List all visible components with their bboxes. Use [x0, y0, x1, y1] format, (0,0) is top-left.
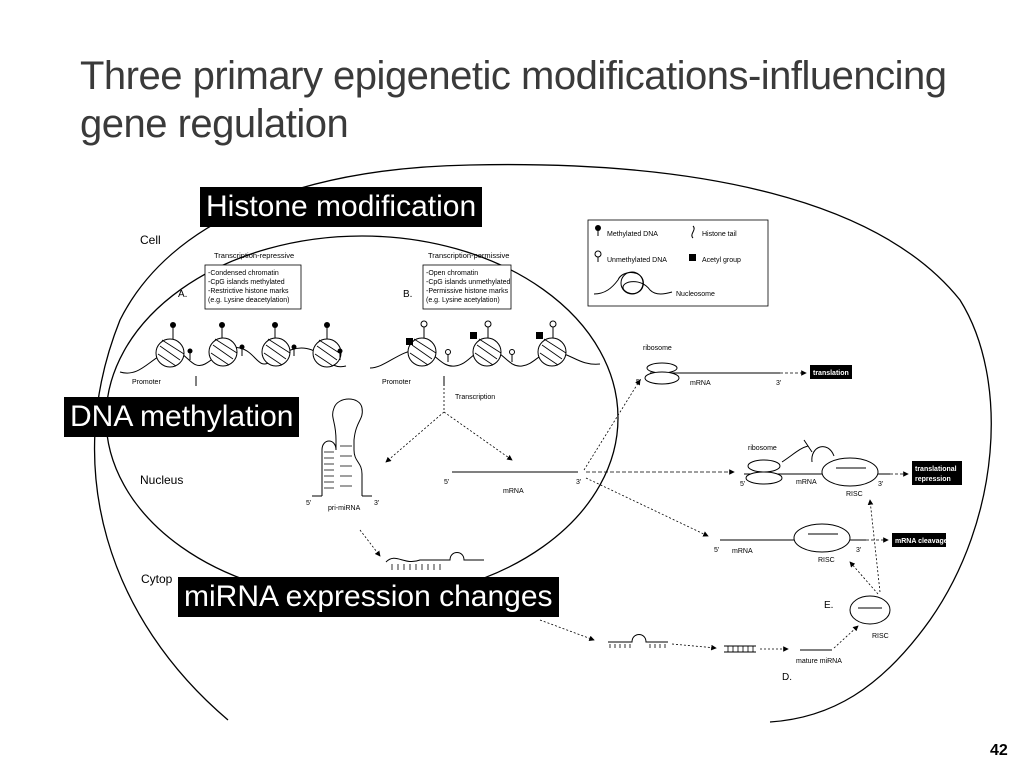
translation-mrna-label: mRNA	[690, 380, 711, 387]
translational-repression-line-2: repression	[915, 476, 951, 483]
legend-histone-tail-icon	[691, 225, 695, 239]
panel-a-line-2: -CpG islands methylated	[208, 279, 285, 286]
chromatin-b	[369, 320, 601, 369]
letter-e: E.	[824, 600, 833, 611]
legend-unmethylated: Unmethylated DNA	[607, 257, 667, 264]
pri-mirna-label: pri-miRNA	[328, 505, 361, 512]
repression-5prime: 5'	[740, 481, 745, 488]
risc-3-label: RISC	[872, 633, 889, 640]
nucleus-mrna-5prime: 5'	[444, 479, 449, 486]
repression-3prime: 3'	[878, 481, 883, 488]
legend-acetyl-icon	[689, 254, 696, 261]
ribosome-1-label: ribosome	[643, 345, 672, 352]
risc-1-label: RISC	[846, 491, 863, 498]
cleavage-3prime: 3'	[856, 547, 861, 554]
translational-repression-line-1: translational	[915, 466, 957, 473]
panel-b-box	[422, 264, 512, 310]
panel-b-heading: Transcription-permissive	[428, 251, 509, 260]
repression-mrna-label: mRNA	[796, 479, 817, 486]
transcription-label: Transcription	[455, 394, 495, 401]
legend-acetyl: Acetyl group	[702, 257, 741, 264]
ribosome-2-label: ribosome	[748, 445, 777, 452]
cytoplasm-label: Cytop	[141, 572, 173, 586]
chromatin-a	[119, 322, 347, 374]
panel-a-line-1: -Condensed chromatin	[208, 270, 279, 277]
histone-modification-label: Histone modification	[200, 187, 483, 227]
mrna-cleavage-box	[892, 533, 946, 547]
translation-box	[810, 365, 852, 379]
cleavage-5prime: 5'	[714, 547, 719, 554]
panel-a-box	[204, 264, 302, 310]
pri-mirna-5prime: 5'	[306, 500, 311, 507]
panel-b-line-2: -CpG islands unmethylated	[426, 279, 511, 286]
nucleus-label: Nucleus	[140, 473, 183, 487]
cleavage-mrna-label: mRNA	[732, 548, 753, 555]
dna-methylation-label: DNA methylation	[64, 397, 300, 437]
panel-a-line-3: -Restrictive histone marks	[208, 288, 289, 295]
cell-label: Cell	[140, 233, 161, 247]
nucleus-mrna-3prime: 3'	[576, 479, 581, 486]
panel-b-letter: B.	[403, 289, 412, 300]
promoter-a-label: Promoter	[132, 379, 161, 386]
translational-repression-box	[912, 461, 962, 485]
pri-mirna-3prime: 3'	[374, 500, 379, 507]
panel-b-line-4: (e.g. Lysine acetylation)	[426, 297, 500, 304]
promoter-b-label: Promoter	[382, 379, 411, 386]
nucleus-mrna-label: mRNA	[503, 488, 524, 495]
risc-2-label: RISC	[818, 557, 835, 564]
slide-number: 42	[990, 742, 1008, 759]
mature-mirna-label: mature miRNA	[796, 658, 842, 665]
mirna-expression-label: miRNA expression changes	[178, 577, 559, 617]
legend-box	[587, 219, 769, 307]
panel-a-letter: A.	[178, 289, 187, 300]
letter-d: D.	[782, 672, 792, 683]
cell-membrane	[93, 163, 992, 723]
panel-b-line-3: -Permissive histone marks	[426, 288, 509, 295]
slide-title: Three primary epigenetic modifications-i…	[80, 54, 947, 146]
mrna-cleavage-label: mRNA cleavage	[895, 538, 948, 545]
panel-b-line-1: -Open chromatin	[426, 270, 478, 277]
legend-histone-tail: Histone tail	[702, 231, 737, 238]
translation-5prime: 5'	[636, 379, 641, 386]
translation-3prime: 3'	[776, 380, 781, 387]
legend-nucleosome: Nucleosome	[676, 291, 715, 298]
translation-box-label: translation	[813, 370, 849, 377]
legend-methylated: Methylated DNA	[607, 231, 658, 238]
panel-a-heading: Transcription-repressive	[214, 251, 294, 260]
pri-mirna-hairpin	[312, 398, 372, 497]
panel-a-line-4: (e.g. Lysine deacetylation)	[208, 297, 289, 304]
